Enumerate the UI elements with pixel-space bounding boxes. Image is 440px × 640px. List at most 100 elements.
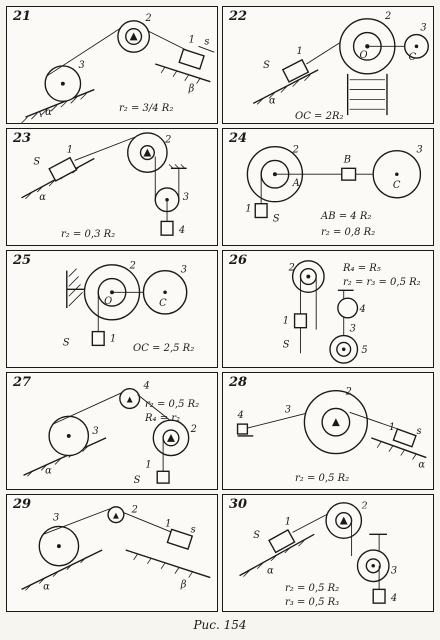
mechanism-23-diagram: α 1 S 2 3 4 [21,132,189,236]
formula: R₄ = R₅ [343,263,381,274]
label-body3: 3 [285,404,291,415]
label-body2: 2 [190,424,197,435]
formula-2: r₃ = 0,5 R₃ [285,597,340,608]
formula: OC = 2R₂ [295,111,344,122]
label-body1: 1 [145,459,151,470]
panel-26: 26 2 1 S 5 3 4 R₄ = R₅ r₂ = r₃ = 0,5 R₂ [222,250,434,368]
label-s: S [253,530,260,541]
label-body1: 1 [67,145,73,156]
label-alpha: α [269,95,276,106]
label-body1: 1 [389,422,395,433]
label-C: C [393,180,401,191]
panel-27: 27 α 3 4 2 1 S r₂ = 0,5 R₂ R₄ = r₂ [6,372,218,490]
label-beta: β [188,84,195,95]
label-C: C [159,298,167,309]
panel-number: 24 [229,131,248,146]
formula: r₂ = 0,3 R₂ [61,229,116,240]
label-alpha: α [418,459,425,470]
label-body3: 3 [92,426,98,437]
label-body4: 4 [358,304,365,315]
label-s: S [33,156,40,167]
label-s: S [283,339,290,350]
label-s: s [416,426,421,437]
formula-2: R₄ = r₂ [145,413,181,424]
label-alpha: α [39,192,46,203]
panel-number: 26 [229,253,248,268]
formula: r₂ = 3/4 R₂ [119,103,174,114]
formula: AB = 4 R₂ [321,211,372,222]
mechanism-27-diagram: α 3 4 2 1 S [23,381,197,486]
mechanism-29-diagram: α 3 2 1 s β [21,505,211,592]
panel-21: 21 α 3 2 β 1 s [6,6,218,124]
label-body2: 2 [131,505,138,516]
panel-number: 27 [13,375,32,390]
mechanism-22-diagram: α 1 S O 2 C 3 [252,11,429,116]
panel-28: 28 4 3 2 1 s α r₂ = 0,5 R₂ [222,372,434,490]
panel-22: 22 α 1 S O 2 C 3 OC = 2R₂ [222,6,434,124]
label-s: S [273,213,280,224]
label-body3: 3 [181,265,187,276]
label-body2: 2 [360,501,367,512]
label-body1: 1 [110,333,116,344]
panel-number: 25 [13,253,32,268]
formula: r₂ = 0,5 R₂ [145,399,200,410]
mechanism-30-diagram: α 1 S 2 3 4 [239,501,397,604]
label-alpha: α [267,566,274,577]
label-s: s [191,524,196,535]
panel-25: 25 O 2 C 3 1 S OC = 2,5 R₂ [6,250,218,368]
label-body1: 1 [283,316,289,327]
label-O: O [104,296,112,307]
label-body1: 1 [285,516,291,527]
label-body2: 2 [288,263,295,274]
label-body3: 3 [420,23,426,34]
formula-2: r₂ = r₃ = 0,5 R₂ [343,277,421,288]
label-body4: 4 [142,381,149,392]
label-body4: 4 [237,410,244,421]
label-body3: 3 [79,60,85,71]
panel-number: 21 [13,9,32,24]
label-body1: 1 [245,204,251,215]
mechanism-26-diagram: 2 1 S 5 3 4 [283,260,368,364]
panel-number: 30 [229,497,248,512]
label-body2: 2 [292,145,299,156]
panel-number: 29 [13,497,32,512]
label-body5: 5 [361,345,367,356]
label-C: C [409,52,417,63]
label-B: B [343,154,351,165]
panel-24: 24 2 A B C 3 1 S AB = 4 R₂ r₂ = 0,8 R₂ [222,128,434,246]
formula: OC = 2,5 R₂ [133,343,195,354]
label-O: O [359,50,367,61]
panel-23: 2 3 α 1 S 2 3 4 r₂ = 0,3 R₂ [6,128,218,246]
label-body3: 3 [53,513,59,524]
label-s: S [63,337,70,348]
figure-caption: Рис. 154 [193,618,247,632]
label-alpha: α [45,107,52,118]
label-body3: 3 [183,192,189,203]
mechanism-25-diagram: O 2 C 3 1 S [63,261,188,348]
panel-29: 29 α 3 2 1 s β [6,494,218,612]
label-body3: 3 [350,324,356,335]
label-body1: 1 [189,34,195,45]
label-alpha: α [45,465,52,476]
label-body4: 4 [390,593,397,604]
label-body2: 2 [164,135,171,146]
label-body3: 3 [391,566,397,577]
formula: r₂ = 0,5 R₂ [285,583,340,594]
label-body2: 2 [345,387,352,398]
formula-2: r₂ = 0,8 R₂ [321,227,376,238]
label-body2: 2 [384,11,391,22]
label-body1: 1 [297,46,303,57]
label-body2: 2 [144,13,151,24]
label-body1: 1 [165,518,171,529]
label-s: s [204,36,209,47]
panel-30: 30 α 1 S 2 3 4 r₂ = 0,5 R₂ r₃ = 0,5 R₃ [222,494,434,612]
label-body3: 3 [416,145,422,156]
panel-number: 22 [229,9,248,24]
label-alpha: α [43,581,50,592]
label-s: S [263,60,270,71]
panel-number: 28 [229,375,248,390]
label-body2: 2 [129,261,136,272]
mechanism-21-diagram: α 3 2 β 1 s [21,13,215,123]
mechanism-28-diagram: 4 3 2 1 s α [237,387,427,470]
